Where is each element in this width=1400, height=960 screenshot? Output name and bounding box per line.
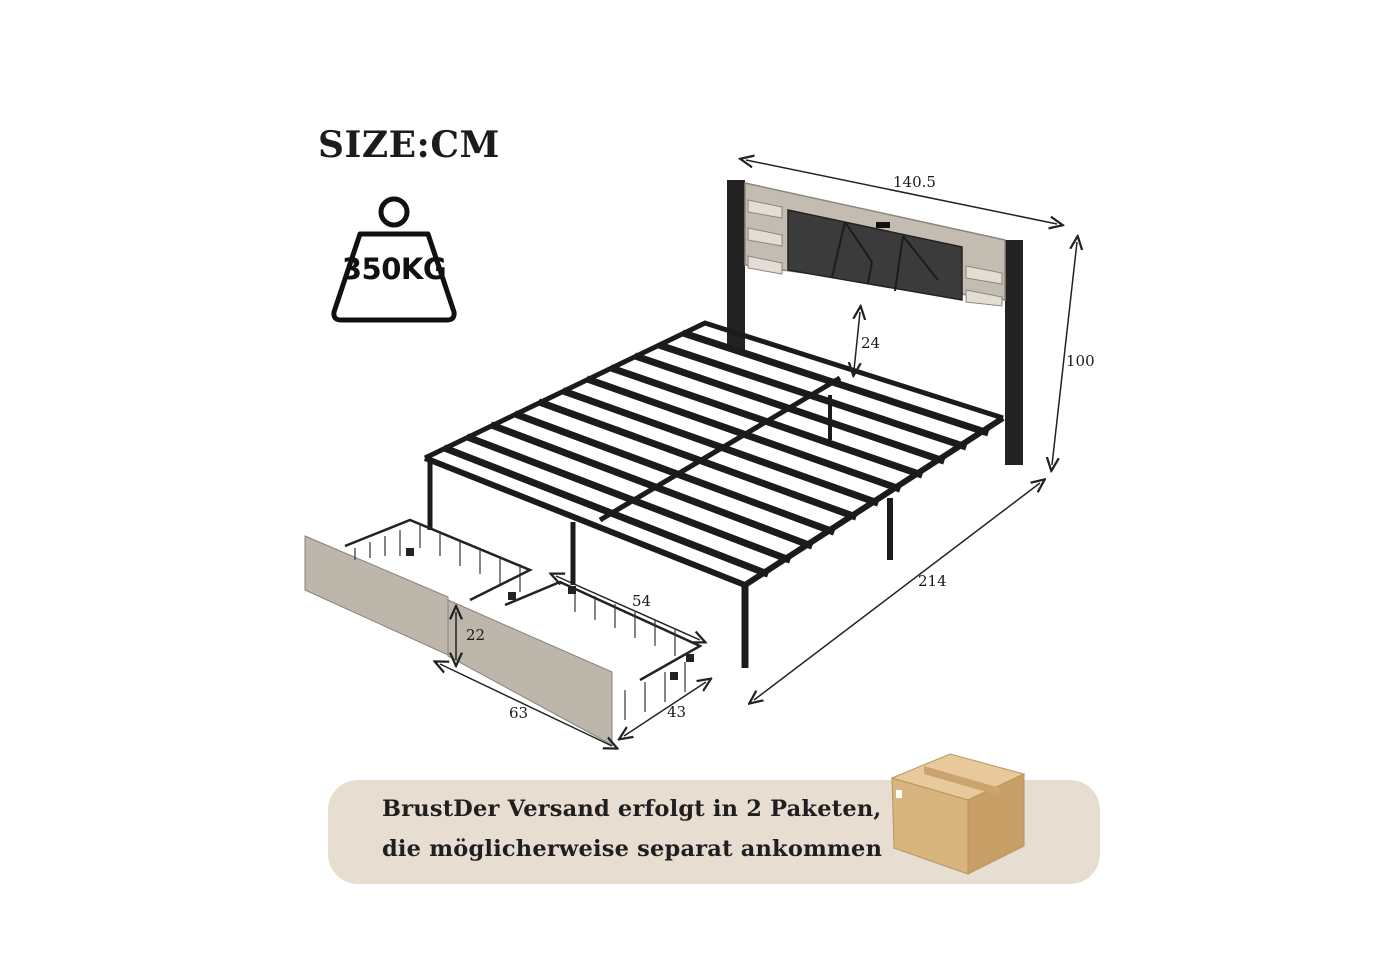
dim-drawer-length: 63 bbox=[509, 704, 529, 722]
drawer-right bbox=[447, 580, 703, 746]
size-unit-title: SIZE:CM bbox=[318, 124, 500, 166]
bed-frame bbox=[423, 320, 1005, 668]
dim-headboard-panel-height: 24 bbox=[861, 334, 881, 352]
weight-icon bbox=[331, 196, 457, 323]
shipping-notice-line1: BrustDer Versand erfolgt in 2 Paketen, bbox=[382, 796, 882, 822]
dim-bed-length: 214 bbox=[918, 572, 947, 590]
dim-drawer-height: 22 bbox=[466, 626, 486, 644]
dim-total-height: 100 bbox=[1066, 352, 1095, 370]
dim-drawer-width: 43 bbox=[667, 703, 687, 721]
dim-headboard-width: 140.5 bbox=[893, 173, 936, 191]
cardboard-box-icon bbox=[890, 753, 1026, 875]
dim-drawer-depth: 54 bbox=[632, 592, 652, 610]
load-capacity-label: 350KG bbox=[341, 252, 447, 286]
shipping-notice-line2: die möglicherweise separat ankommen bbox=[382, 836, 883, 862]
